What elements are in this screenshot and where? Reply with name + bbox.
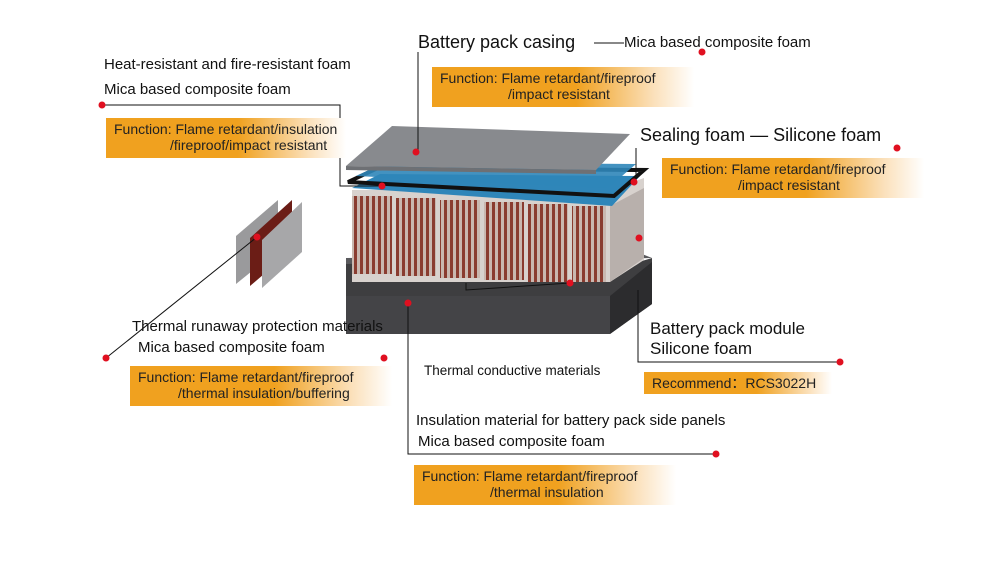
side-material: Mica based composite foam xyxy=(418,433,605,450)
module-title: Battery pack module xyxy=(650,319,805,338)
side-title: Insulation material for battery pack sid… xyxy=(416,412,726,429)
runaway-title: Thermal runaway protection materials xyxy=(132,318,383,335)
leader-lines xyxy=(102,52,840,455)
side-function-box: Function: Flame retardant/fireproof /the… xyxy=(414,465,676,505)
runaway-function-box: Function: Flame retardant/fireproof /the… xyxy=(130,366,392,406)
runaway-sheets xyxy=(236,200,302,288)
runaway-function-line1: Function: Flame retardant/fireproof xyxy=(138,369,354,385)
casing-function-line1: Function: Flame retardant/fireproof xyxy=(440,70,656,86)
casing-title: Battery pack casing xyxy=(418,32,576,52)
module-recommend-box: Recommend：RCS3022H xyxy=(644,372,832,394)
sealing-function-box: Function: Flame retardant/fireproof /imp… xyxy=(662,158,924,198)
heat-function-line2: /fireproof/impact resistant xyxy=(170,137,328,153)
module-material: Silicone foam xyxy=(650,339,753,358)
casing-material: ——Mica based composite foam xyxy=(594,34,811,51)
heat-material: Mica based composite foam xyxy=(104,81,291,98)
sealing-function-line2: /impact resistant xyxy=(738,177,840,193)
heat-title: Heat-resistant and fire-resistant foam xyxy=(104,56,351,73)
battery-cells xyxy=(352,178,644,282)
heat-function-box: Function: Flame retardant/insulation /fi… xyxy=(106,118,346,158)
side-function-line2: /thermal insulation xyxy=(490,484,604,500)
casing-function-line2: /impact resistant xyxy=(508,86,610,102)
casing-function-box: Function: Flame retardant/fireproof /imp… xyxy=(432,67,694,107)
module-recommend: Recommend：RCS3022H xyxy=(652,375,817,391)
conductive-label: Thermal conductive materials xyxy=(424,363,601,378)
runaway-material: Mica based composite foam xyxy=(138,339,325,356)
side-function-line1: Function: Flame retardant/fireproof xyxy=(422,468,638,484)
red-dots xyxy=(98,48,901,458)
casing-lid xyxy=(346,126,630,174)
sealing-title: Sealing foam — Silicone foam xyxy=(640,125,882,145)
sealing-function-line1: Function: Flame retardant/fireproof xyxy=(670,161,886,177)
heat-function-line1: Function: Flame retardant/insulation xyxy=(114,121,338,137)
runaway-function-line2: /thermal insulation/buffering xyxy=(178,385,350,401)
